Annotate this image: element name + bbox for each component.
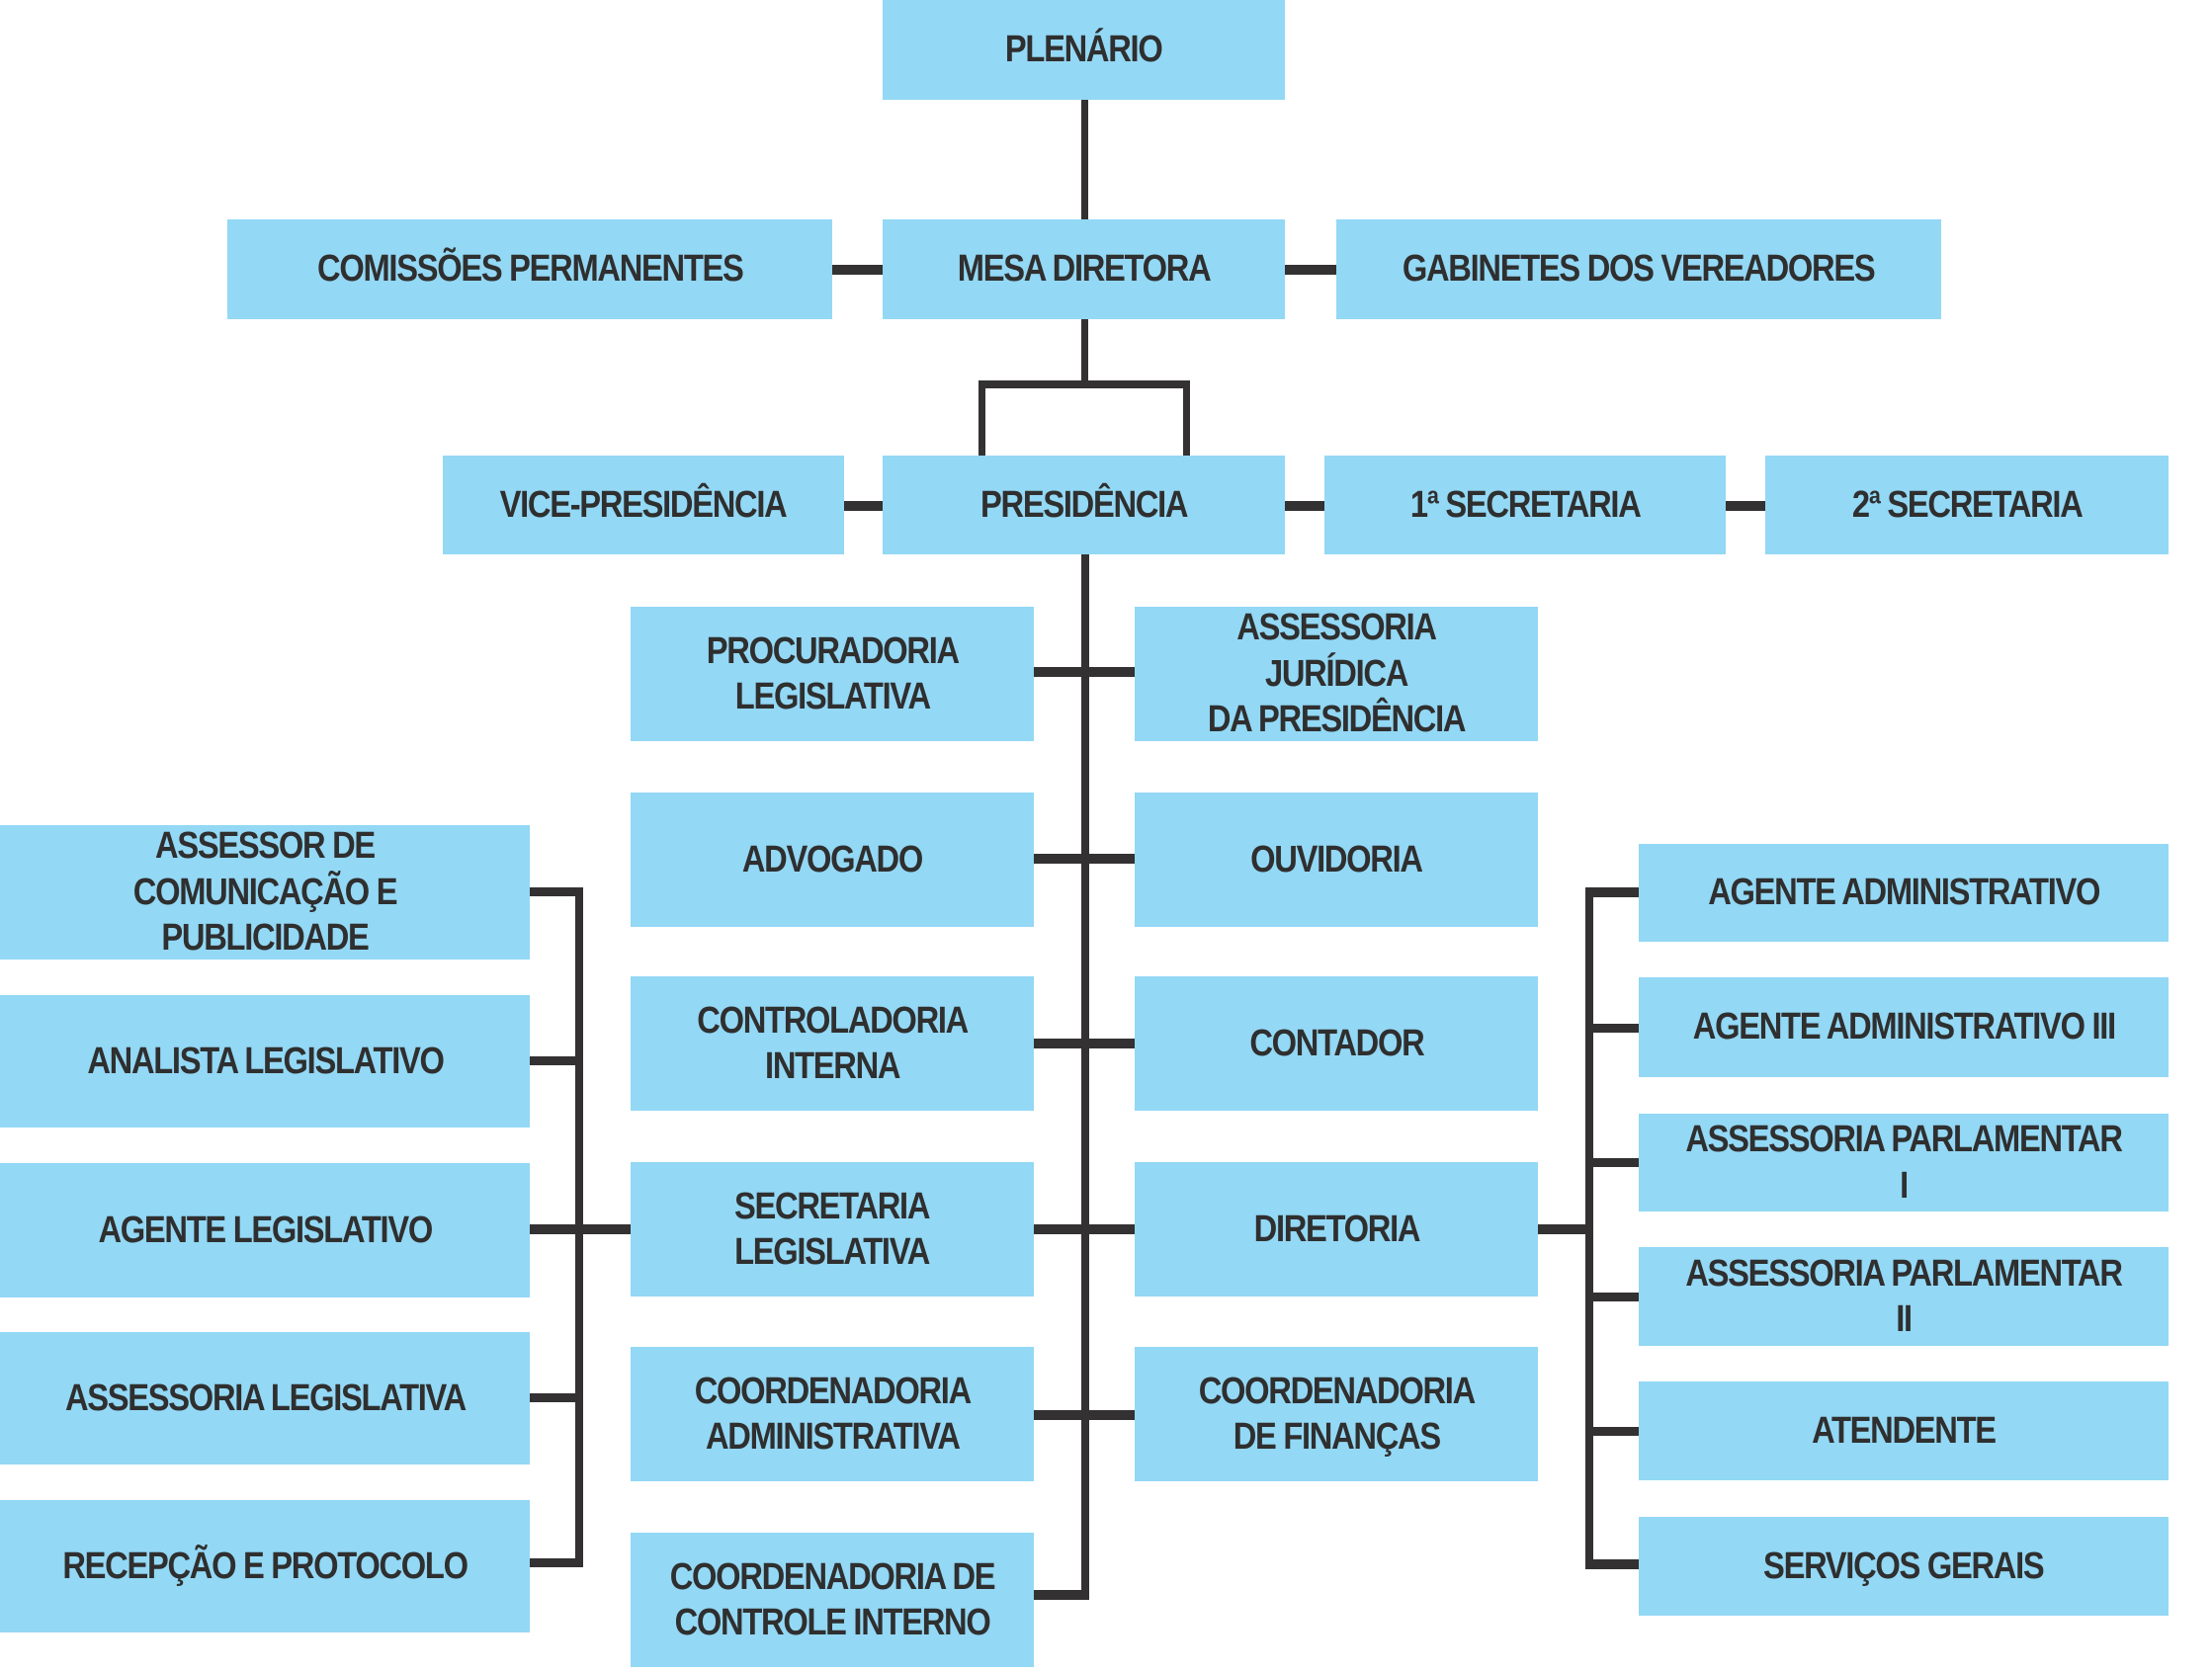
node-diretoria: DIRETORIA <box>1135 1162 1538 1296</box>
connector-branch-row1 <box>1034 667 1135 677</box>
node-label: SECRETARIA LEGISLATIVA <box>734 1185 930 1273</box>
node-label: OUVIDORIA <box>1250 838 1423 880</box>
node-label: 2ª SECRETARIA <box>1851 483 2084 526</box>
node-assessor-comunicacao: ASSESSOR DE COMUNICAÇÃO E PUBLICIDADE <box>0 825 530 960</box>
node-label: DIRETORIA <box>1253 1208 1420 1250</box>
node-label: PROCURADORIA LEGISLATIVA <box>706 629 959 717</box>
node-servicos-gerais: SERVIÇOS GERAIS <box>1639 1517 2169 1616</box>
node-analista-legislativo: ANALISTA LEGISLATIVO <box>0 995 530 1128</box>
node-label: AGENTE ADMINISTRATIVO <box>1708 872 2100 914</box>
node-label: MESA DIRETORA <box>957 248 1212 291</box>
node-coordenadoria-administrativa: COORDENADORIA ADMINISTRATIVA <box>631 1347 1034 1481</box>
connector-mesa-down <box>1081 319 1088 385</box>
node-label: ANALISTA LEGISLATIVO <box>86 1040 445 1082</box>
node-coordenadoria-financas: COORDENADORIA DE FINANÇAS <box>1135 1347 1538 1481</box>
node-label: AGENTE LEGISLATIVO <box>98 1209 433 1251</box>
node-label: ASSESSORIA PARLAMENTAR II <box>1685 1252 2123 1340</box>
node-label: CONTROLADORIA INTERNA <box>697 999 969 1087</box>
connector-left-child-2 <box>530 1056 583 1065</box>
node-label: COORDENADORIA DE FINANÇAS <box>1198 1370 1475 1458</box>
node-label: ASSESSORIA LEGISLATIVA <box>64 1377 466 1419</box>
node-1a-secretaria: 1ª SECRETARIA <box>1324 456 1726 554</box>
node-ouvidoria: OUVIDORIA <box>1135 793 1538 927</box>
node-label: COORDENADORIA DE CONTROLE INTERNO <box>669 1555 996 1643</box>
node-label: ASSESSORIA JURÍDICA DA PRESIDÊNCIA <box>1207 607 1467 741</box>
connector-pres-sec1 <box>1285 501 1324 511</box>
connector-branch-row6 <box>1034 1590 1089 1600</box>
node-label: SERVIÇOS GERAIS <box>1763 1545 2045 1587</box>
node-2a-secretaria: 2ª SECRETARIA <box>1765 456 2169 554</box>
connector-right-child-5 <box>1585 1427 1639 1436</box>
node-agente-administrativo-iii: AGENTE ADMINISTRATIVO III <box>1639 977 2169 1077</box>
node-secretaria-legislativa: SECRETARIA LEGISLATIVA <box>631 1162 1034 1296</box>
connector-branch-row5 <box>1034 1410 1135 1420</box>
connector-presidencia-trunk <box>1081 554 1089 1600</box>
node-comissoes-permanentes: COMISSÕES PERMANENTES <box>227 219 832 319</box>
node-presidencia: PRESIDÊNCIA <box>883 456 1285 554</box>
connector-left-child-1 <box>530 887 583 896</box>
connector-branch-row2 <box>1034 854 1135 864</box>
node-assessoria-legislativa: ASSESSORIA LEGISLATIVA <box>0 1332 530 1464</box>
connector-right-bracket-vertical <box>1585 887 1593 1569</box>
node-label: ADVOGADO <box>741 838 923 880</box>
node-label: PLENÁRIO <box>1005 29 1163 71</box>
node-label: 1ª SECRETARIA <box>1409 483 1642 526</box>
connector-branch-row4 <box>1034 1224 1135 1234</box>
node-label: COMISSÕES PERMANENTES <box>316 248 744 291</box>
connector-plenario-mesa <box>1081 100 1088 219</box>
node-procuradoria-legislativa: PROCURADORIA LEGISLATIVA <box>631 607 1034 741</box>
connector-mesa-bracket-right <box>1183 380 1190 456</box>
node-agente-legislativo: AGENTE LEGISLATIVO <box>0 1163 530 1297</box>
connector-left-child-5 <box>530 1558 583 1567</box>
node-label: PRESIDÊNCIA <box>979 483 1188 526</box>
node-plenario: PLENÁRIO <box>883 0 1285 100</box>
node-mesa-diretora: MESA DIRETORA <box>883 219 1285 319</box>
node-gabinetes-vereadores: GABINETES DOS VEREADORES <box>1336 219 1941 319</box>
connector-right-child-1 <box>1585 887 1639 897</box>
connector-right-child-6 <box>1585 1559 1639 1569</box>
node-assessoria-parlamentar-ii: ASSESSORIA PARLAMENTAR II <box>1639 1247 2169 1346</box>
node-assessoria-juridica-presidencia: ASSESSORIA JURÍDICA DA PRESIDÊNCIA <box>1135 607 1538 741</box>
connector-right-child-3 <box>1585 1158 1639 1167</box>
node-advogado: ADVOGADO <box>631 793 1034 927</box>
connector-mesa-bracket-top <box>978 380 1190 388</box>
node-vice-presidencia: VICE-PRESIDÊNCIA <box>443 456 844 554</box>
connector-branch-row3 <box>1034 1039 1135 1048</box>
node-label: GABINETES DOS VEREADORES <box>1403 248 1876 291</box>
node-label: CONTADOR <box>1248 1022 1424 1064</box>
node-atendente: ATENDENTE <box>1639 1381 2169 1480</box>
connector-comissoes-mesa <box>832 265 883 275</box>
node-recepcao-protocolo: RECEPÇÃO E PROTOCOLO <box>0 1500 530 1632</box>
node-agente-administrativo: AGENTE ADMINISTRATIVO <box>1639 844 2169 942</box>
connector-mesa-gabinetes <box>1285 265 1336 275</box>
node-label: VICE-PRESIDÊNCIA <box>500 483 788 526</box>
node-contador: CONTADOR <box>1135 976 1538 1111</box>
node-label: AGENTE ADMINISTRATIVO III <box>1692 1006 2115 1048</box>
connector-left-child-4 <box>530 1393 583 1402</box>
node-controladoria-interna: CONTROLADORIA INTERNA <box>631 976 1034 1111</box>
connector-vice-pres <box>844 501 883 511</box>
node-label: ASSESSORIA PARLAMENTAR I <box>1685 1119 2123 1207</box>
connector-sec1-sec2 <box>1726 501 1765 511</box>
connector-right-child-4 <box>1585 1293 1639 1301</box>
connector-diretoria-to-bracket <box>1538 1224 1593 1234</box>
node-coordenadoria-controle-interno: COORDENADORIA DE CONTROLE INTERNO <box>631 1533 1034 1667</box>
node-label: ASSESSOR DE COMUNICAÇÃO E PUBLICIDADE <box>132 825 398 960</box>
node-label: ATENDENTE <box>1812 1409 1997 1452</box>
node-label: COORDENADORIA ADMINISTRATIVA <box>694 1370 971 1458</box>
node-label: RECEPÇÃO E PROTOCOLO <box>62 1545 468 1587</box>
connector-right-child-2 <box>1585 1024 1639 1033</box>
connector-left-child-3 <box>530 1224 583 1233</box>
node-assessoria-parlamentar-i: ASSESSORIA PARLAMENTAR I <box>1639 1114 2169 1212</box>
connector-mesa-bracket-left <box>978 380 985 456</box>
